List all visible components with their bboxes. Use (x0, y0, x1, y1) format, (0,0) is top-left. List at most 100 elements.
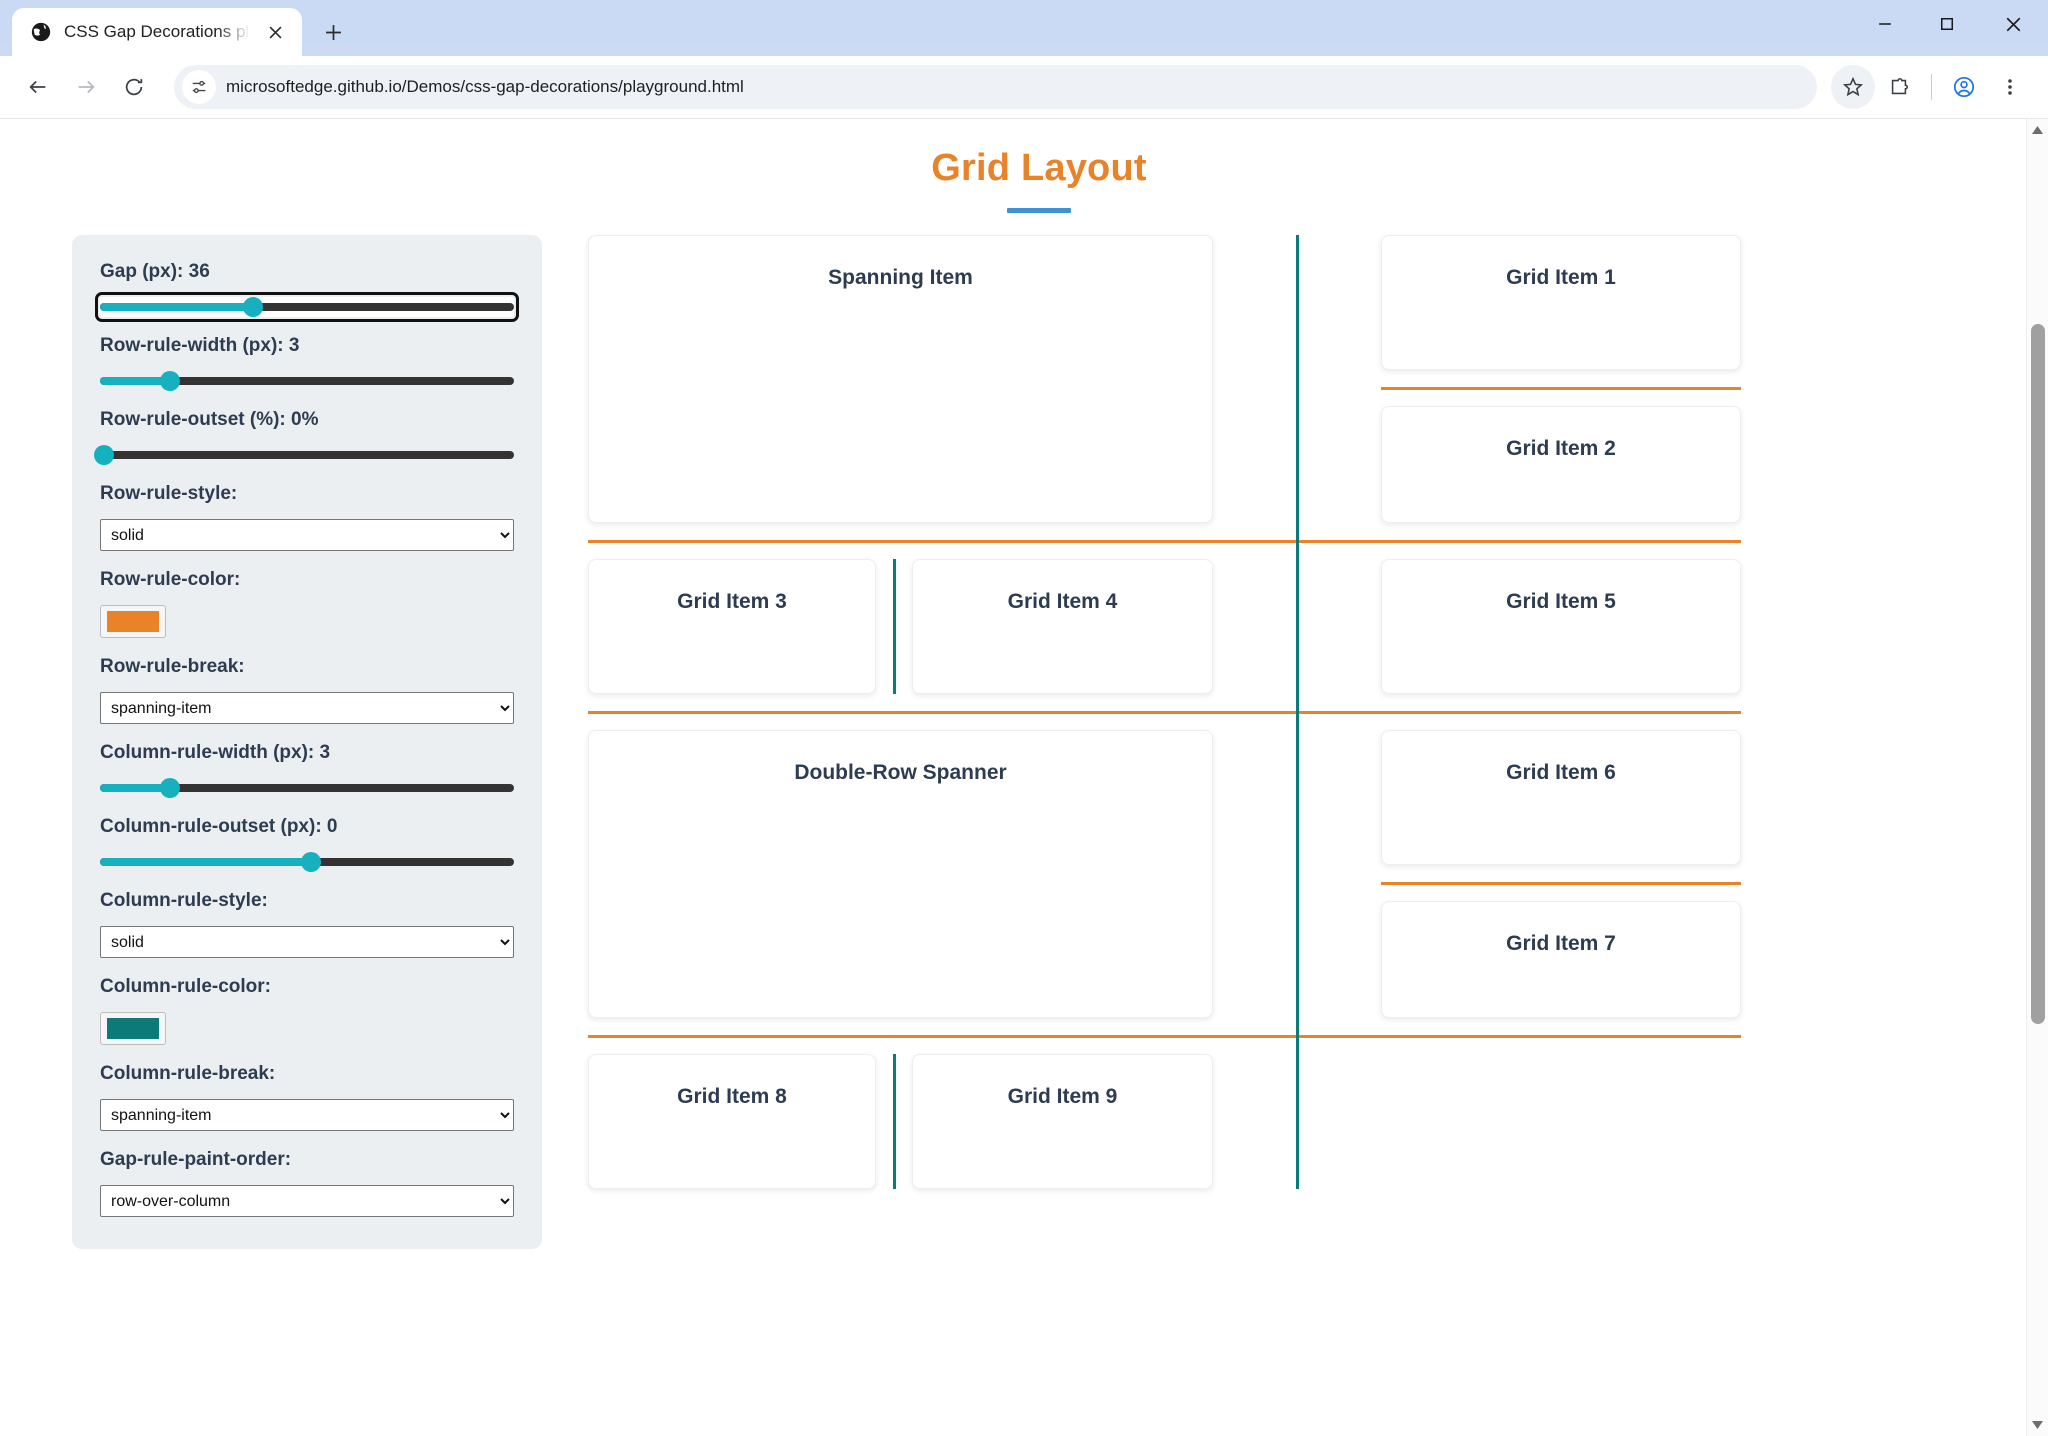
slider-row-rule-width[interactable] (100, 371, 514, 391)
close-icon[interactable] (1978, 0, 2048, 48)
slider-fill (100, 377, 171, 385)
slider-fill (100, 303, 254, 311)
select-column-rule-break[interactable]: nonespanning-itemintersection (100, 1099, 514, 1131)
grid-item: Grid Item 7 (1381, 901, 1741, 1018)
column-rule (1296, 235, 1299, 1189)
grid-item: Grid Item 8 (588, 1054, 876, 1189)
control-row-rule-width: Row-rule-width (px): 3 (100, 335, 514, 391)
star-icon[interactable] (1831, 65, 1875, 109)
tune-icon[interactable] (182, 70, 216, 104)
control-column-rule-color: Column-rule-color: (100, 976, 514, 1045)
row-rule (1381, 387, 1741, 390)
control-label-column-rule-color: Column-rule-color: (100, 976, 271, 997)
control-label-column-rule-width: Column-rule-width (px): 3 (100, 742, 331, 763)
new-tab-button[interactable] (312, 11, 354, 53)
caret-down-icon[interactable] (2027, 1414, 2048, 1436)
control-label-gap-rule-paint-order: Gap-rule-paint-order: (100, 1149, 292, 1170)
color-swatch-fill (107, 611, 159, 632)
grid-item-label: Grid Item 9 (1007, 1085, 1118, 1108)
slider-thumb[interactable] (94, 445, 115, 465)
control-label-column-rule-style: Column-rule-style: (100, 890, 268, 911)
title-underline (1007, 208, 1071, 213)
slider-thumb[interactable] (160, 778, 181, 798)
select-gap-rule-paint-order[interactable]: row-over-columncolumn-over-row (100, 1185, 514, 1217)
control-label-column-rule-break: Column-rule-break: (100, 1063, 276, 1084)
grid-item: Grid Item 9 (912, 1054, 1213, 1189)
control-label-row-rule-color: Row-rule-color: (100, 569, 241, 590)
grid-item-label: Grid Item 3 (677, 590, 787, 613)
row-rule (588, 711, 1741, 714)
back-arrow-icon[interactable] (16, 65, 60, 109)
column-rule (893, 559, 896, 694)
account-circle-icon[interactable] (1942, 65, 1986, 109)
grid-item-label: Grid Item 4 (1007, 590, 1118, 613)
control-column-rule-style: Column-rule-style: nonesoliddasheddottedd… (100, 890, 514, 958)
grid-item-label: Grid Item 5 (1506, 590, 1616, 613)
slider-track (100, 377, 514, 385)
grid-item-label: Grid Item 8 (677, 1085, 787, 1108)
grid-demo: Spanning Item Grid Item 1 Grid Item 2 Grid … (588, 235, 1978, 1343)
page-viewport: Grid Layout Gap (px): 36 Row-rule-width (… (0, 118, 2048, 1436)
grid-item: Grid Item 2 (1381, 406, 1741, 523)
slider-column-rule-outset[interactable] (100, 852, 514, 872)
control-column-rule-outset: Column-rule-outset (px): 0 (100, 816, 514, 872)
browser-toolbar: microsoftedge.github.io/Demos/css-gap-de… (0, 56, 2048, 118)
grid-container: Spanning Item Grid Item 1 Grid Item 2 Grid … (588, 235, 1978, 1343)
page-scrollbar[interactable] (2026, 119, 2048, 1436)
scrollbar-thumb[interactable] (2031, 324, 2045, 1024)
close-icon[interactable] (262, 19, 288, 45)
color-swatch-row-rule-color[interactable] (100, 605, 166, 638)
grid-item: Grid Item 1 (1381, 235, 1741, 370)
puzzle-icon[interactable] (1877, 65, 1921, 109)
three-dot-menu-icon[interactable] (1988, 65, 2032, 109)
tab-strip: CSS Gap Decorations playground (0, 0, 2048, 56)
slider-fill (100, 858, 312, 866)
content-row: Gap (px): 36 Row-rule-width (px): 3 Row-ru… (52, 213, 2026, 1343)
select-row-rule-break[interactable]: nonespanning-itemintersection (100, 692, 514, 724)
slider-column-rule-width[interactable] (100, 778, 514, 798)
control-label-row-rule-style: Row-rule-style: (100, 483, 238, 504)
toolbar-divider (1931, 74, 1932, 100)
slider-track (100, 784, 514, 792)
control-label-row-rule-outset: Row-rule-outset (%): 0% (100, 409, 319, 430)
caret-up-icon[interactable] (2027, 119, 2048, 141)
grid-item: Grid Item 6 (1381, 730, 1741, 865)
control-column-rule-break: Column-rule-break: nonespanning-iteminter… (100, 1063, 514, 1131)
reload-icon[interactable] (112, 65, 156, 109)
browser-tab[interactable]: CSS Gap Decorations playground (12, 8, 302, 56)
slider-gap[interactable] (95, 292, 519, 322)
slider-thumb[interactable] (301, 852, 322, 872)
control-label-column-rule-outset: Column-rule-outset (px): 0 (100, 816, 338, 837)
grid-item-label: Grid Item 6 (1506, 761, 1616, 784)
page-left-margin (0, 119, 52, 1436)
control-row-rule-style: Row-rule-style: nonesoliddasheddotteddoub… (100, 483, 514, 551)
grid-item: Double-Row Spanner (588, 730, 1213, 1018)
grid-item-label: Grid Item 1 (1506, 266, 1616, 289)
control-column-rule-width: Column-rule-width (px): 3 (100, 742, 514, 798)
grid-item: Grid Item 3 (588, 559, 876, 694)
page-title: Grid Layout (931, 147, 1147, 189)
minimize-icon[interactable] (1854, 0, 1916, 48)
control-row-rule-break: Row-rule-break:nonespanning-itemintersec… (100, 656, 514, 724)
window-controls (1854, 0, 2048, 48)
slider-thumb[interactable] (243, 297, 264, 317)
color-swatch-column-rule-color[interactable] (100, 1012, 166, 1045)
slider-row-rule-outset[interactable] (94, 445, 514, 465)
address-bar[interactable]: microsoftedge.github.io/Demos/css-gap-de… (174, 65, 1817, 109)
maximize-icon[interactable] (1916, 0, 1978, 48)
control-gap: Gap (px): 36 (95, 261, 519, 322)
grid-item-label: Double-Row Spanner (794, 761, 1007, 784)
slider-thumb[interactable] (160, 371, 181, 391)
url-text: microsoftedge.github.io/Demos/css-gap-de… (226, 77, 744, 96)
control-row-rule-outset: Row-rule-outset (%): 0% (94, 409, 514, 465)
select-row-rule-style[interactable]: nonesoliddasheddotteddoublegrooveridgein… (100, 519, 514, 551)
row-rule (588, 1035, 1741, 1038)
grid-item: Spanning Item (588, 235, 1213, 523)
select-column-rule-style[interactable]: nonesoliddasheddotteddoublegrooveridgein… (100, 926, 514, 958)
forward-arrow-icon[interactable] (64, 65, 108, 109)
toolbar-actions (1831, 65, 2032, 109)
row-rule (588, 540, 1741, 543)
globe-icon (30, 21, 52, 43)
controls-panel: Gap (px): 36 Row-rule-width (px): 3 Row-ru… (72, 235, 542, 1249)
